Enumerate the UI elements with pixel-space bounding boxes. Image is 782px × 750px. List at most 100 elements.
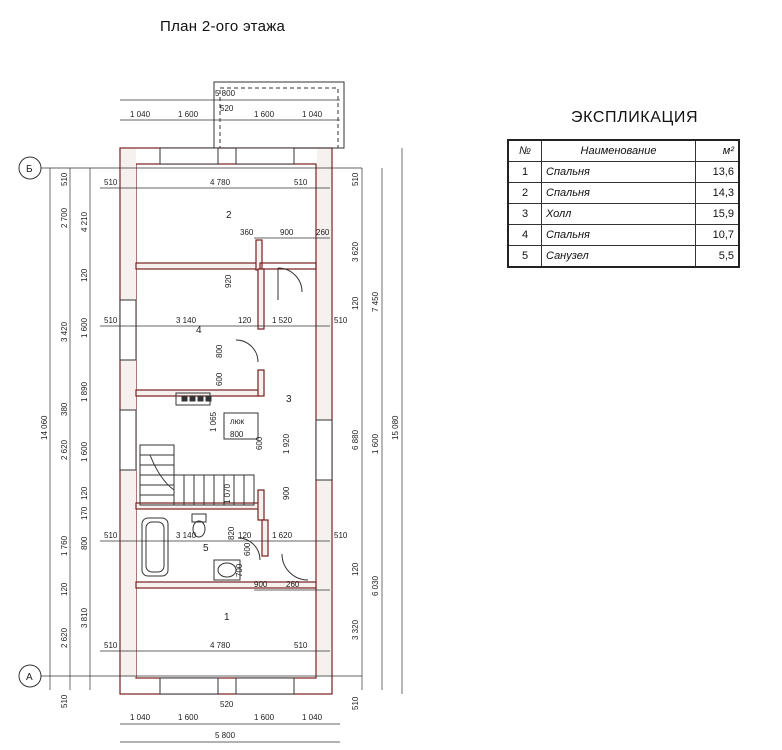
dim-top-chain-2: 1 600 — [178, 110, 199, 119]
table-row: 3 Холл 15,9 — [507, 203, 740, 225]
row-name: Санузел — [541, 245, 696, 268]
sink — [213, 559, 241, 581]
dim-door-top-3: 260 — [316, 228, 330, 237]
axis-a-label: А — [26, 672, 33, 683]
row-name: Спальня — [541, 224, 696, 246]
row-area: 5,5 — [695, 245, 740, 268]
dim-left-outer-7: 120 — [60, 582, 69, 596]
dim-bottom-chain-5: 1 040 — [302, 713, 323, 722]
dim-bottom-overall: 5 800 — [215, 731, 236, 740]
row-num: 2 — [507, 182, 542, 204]
dim-room4-1: 3 140 — [176, 316, 197, 325]
cabinet — [175, 392, 212, 406]
dim-left-inner-5: 1 600 — [80, 441, 89, 462]
explication-table: № Наименование м² 1 Спальня 13,6 2 Спаль… — [507, 139, 740, 268]
row-num: 1 — [507, 161, 542, 183]
dim-bottom-chain-4: 1 600 — [254, 713, 275, 722]
dim-door-bottom-1: 900 — [254, 580, 268, 589]
row-name: Спальня — [541, 182, 696, 204]
dim-right-inner-4: 3 320 — [351, 619, 360, 640]
row-num: 3 — [507, 203, 542, 225]
dim-top-overall: 5 800 — [215, 89, 236, 98]
dim-left-outer-8: 2 620 — [60, 627, 69, 648]
dim-room1-wall-r: 510 — [294, 641, 308, 650]
dim-misc-1: 920 — [224, 274, 233, 288]
dim-misc-11: 600 — [243, 542, 252, 556]
balcony — [213, 81, 345, 149]
dim-room2-width: 4 780 — [210, 178, 231, 187]
axis-b-label: Б — [26, 164, 33, 175]
dim-right-outer-1: 510 — [351, 172, 360, 186]
dim-misc-5: 800 — [230, 430, 244, 439]
dim-misc-13: 120 — [351, 562, 360, 576]
dim-right-outer-5: 510 — [351, 696, 360, 710]
row-num: 5 — [507, 245, 542, 268]
table-row: 5 Санузел 5,5 — [507, 245, 740, 268]
dim-room4-2: 120 — [238, 316, 252, 325]
row-name: Холл — [541, 203, 696, 225]
dim-right-inner-1: 3 620 — [351, 241, 360, 262]
room-number-3: 3 — [286, 394, 292, 405]
dim-bottom-chain-2: 1 600 — [178, 713, 199, 722]
table-row: 1 Спальня 13,6 — [507, 161, 740, 183]
dim-misc-8: 900 — [282, 486, 291, 500]
dim-left-outer-4: 380 — [60, 402, 69, 416]
dim-left-outer-2: 2 700 — [60, 207, 69, 228]
row-num: 4 — [507, 224, 542, 246]
dim-door-top-1: 360 — [240, 228, 254, 237]
dim-left-outer-9: 510 — [60, 694, 69, 708]
header-name: Наименование — [541, 139, 696, 162]
dim-left-inner-3: 1 600 — [80, 317, 89, 338]
dim-right-inner-2: 120 — [351, 296, 360, 310]
dim-misc-2: 800 — [215, 344, 224, 358]
attic-hatch — [223, 412, 259, 440]
dim-room5-wall: 510 — [104, 531, 118, 540]
header-area: м² — [695, 139, 740, 162]
dim-left-overall: 14 060 — [40, 415, 49, 440]
dim-room2-wall-r: 510 — [294, 178, 308, 187]
dim-misc-12: 700 — [235, 563, 244, 577]
dim-misc-9: 1 070 — [223, 483, 232, 504]
room-number-5: 5 — [203, 543, 209, 554]
table-row: 2 Спальня 14,3 — [507, 182, 740, 204]
dim-misc-10: 820 — [227, 526, 236, 540]
dim-room1-wall-l: 510 — [104, 641, 118, 650]
dim-left-outer-5: 2 620 — [60, 439, 69, 460]
dim-left-inner-8: 800 — [80, 536, 89, 550]
room-number-1: 1 — [224, 612, 230, 623]
dim-room4-wall: 510 — [104, 316, 118, 325]
dim-left-inner-7: 170 — [80, 506, 89, 520]
dim-top-chain-4: 1 600 — [254, 110, 275, 119]
dim-left-outer-1: 510 — [60, 172, 69, 186]
dim-left-inner-2: 120 — [80, 268, 89, 282]
dim-door-bottom-2: 260 — [286, 580, 300, 589]
dim-room4-3: 1 520 — [272, 316, 293, 325]
dim-left-inner-1: 4 210 — [80, 211, 89, 232]
row-area: 14,3 — [695, 182, 740, 204]
dim-room5-wall-r: 510 — [334, 531, 348, 540]
dim-right-outer-2: 7 450 — [371, 291, 380, 312]
row-area: 13,6 — [695, 161, 740, 183]
axis-markers — [18, 156, 42, 688]
dim-left-inner-6: 120 — [80, 486, 89, 500]
table-row: 4 Спальня 10,7 — [507, 224, 740, 246]
dim-left-inner-9: 3 810 — [80, 607, 89, 628]
dim-misc-6: 600 — [255, 436, 264, 450]
dim-room1-width: 4 780 — [210, 641, 231, 650]
dim-bottom-chain-1: 1 040 — [130, 713, 151, 722]
dim-door-top-2: 900 — [280, 228, 294, 237]
dim-top-chain-1: 1 040 — [130, 110, 151, 119]
dim-right-inner-3: 1 600 — [371, 433, 380, 454]
door-swings — [235, 267, 309, 581]
hatch-label: люк — [230, 417, 245, 426]
dim-room4-wall-r: 510 — [334, 316, 348, 325]
dimension-lines — [30, 99, 403, 743]
dim-misc-7: 1 920 — [282, 433, 291, 454]
dim-top-chain-3: 520 — [220, 104, 234, 113]
dim-room5-1: 3 140 — [176, 531, 197, 540]
row-area: 15,9 — [695, 203, 740, 225]
bathtub — [141, 517, 169, 577]
dim-room2-wall-l: 510 — [104, 178, 118, 187]
dim-misc-4: 1 065 — [209, 411, 218, 432]
